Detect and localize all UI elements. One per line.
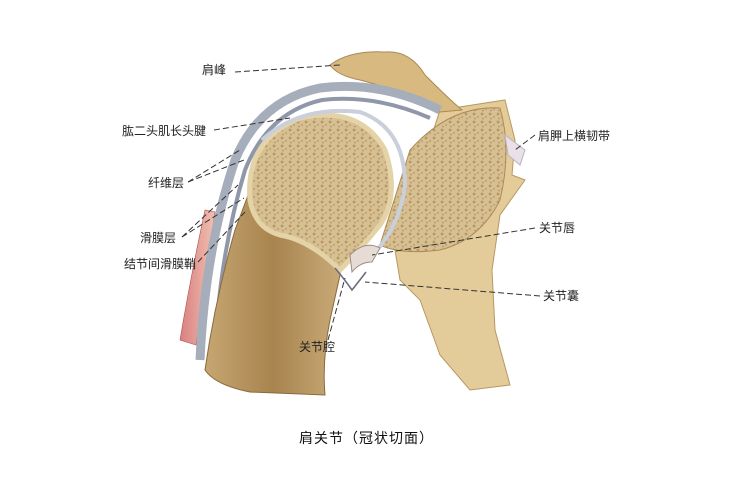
label-biceps-long-head-tendon: 肱二头肌长头腱 bbox=[122, 124, 207, 138]
label-superior-transverse-scapular-ligament: 肩胛上横韧带 bbox=[538, 129, 611, 143]
joint-cavity bbox=[334, 267, 367, 292]
label-fibrous-layer: 纤维层 bbox=[148, 176, 185, 190]
leader-capsule bbox=[364, 281, 541, 297]
label-glenoid-labrum: 关节唇 bbox=[539, 221, 576, 235]
fibrous-layer bbox=[195, 81, 443, 361]
synovial-layer bbox=[213, 96, 431, 361]
leader-fibrous-2 bbox=[187, 159, 245, 183]
label-acromion: 肩峰 bbox=[202, 63, 227, 77]
glenoid-labrum bbox=[349, 244, 381, 274]
acromion bbox=[329, 51, 464, 113]
leader-acromion bbox=[234, 64, 341, 73]
leader-synovial-1 bbox=[181, 184, 239, 238]
leader-sheath bbox=[197, 211, 246, 263]
articular-cartilage bbox=[260, 108, 408, 254]
leader-fibrous-1 bbox=[187, 149, 241, 183]
label-joint-cavity: 关节腔 bbox=[299, 340, 336, 354]
leader-labrum bbox=[371, 227, 536, 256]
label-joint-capsule: 关节囊 bbox=[543, 289, 580, 303]
leader-synovial-2 bbox=[181, 197, 245, 238]
figure-caption: 肩关节（冠状切面） bbox=[299, 431, 434, 447]
leader-cavity bbox=[327, 277, 346, 341]
superior-transverse-ligament bbox=[504, 133, 526, 166]
label-synovial-layer: 滑膜层 bbox=[140, 231, 177, 245]
leader-biceps bbox=[213, 117, 291, 131]
label-intertubercular-synovial-sheath: 结节间滑膜鞘 bbox=[124, 257, 197, 271]
scapula bbox=[379, 99, 526, 391]
leader-lines bbox=[181, 64, 541, 341]
leader-ligament bbox=[514, 134, 536, 151]
